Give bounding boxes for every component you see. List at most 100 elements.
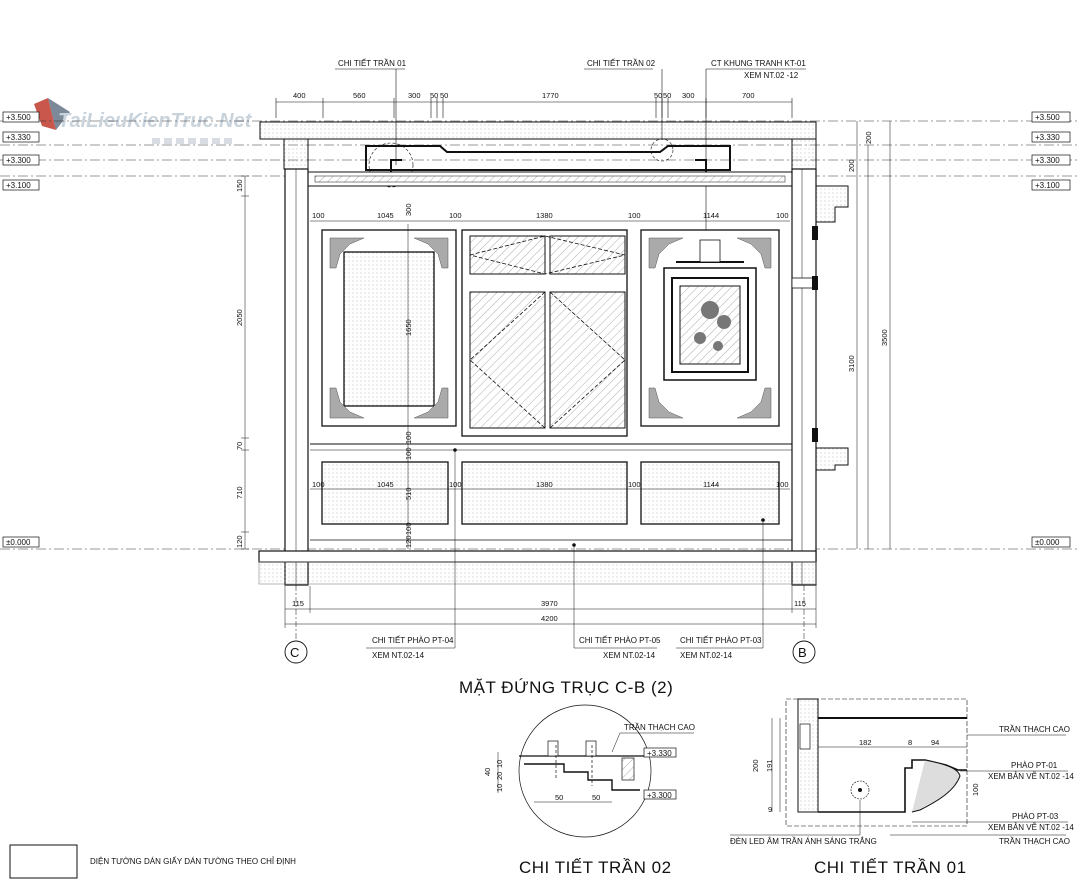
- top-callouts: CHI TIẾT TRẦN 01 CHI TIẾT TRẦN 02 CT KHU…: [335, 58, 806, 240]
- bottom-callouts: CHI TIẾT PHÀO PT-04 XEM NT.02-14 CHI TIẾ…: [366, 450, 764, 660]
- watermark-text: TaiLieuKienTruc.Net: [58, 110, 253, 132]
- svg-text:200: 200: [864, 131, 873, 144]
- svg-text:+3.500: +3.500: [6, 113, 31, 122]
- svg-text:8: 8: [908, 738, 912, 747]
- svg-text:C: C: [290, 645, 299, 660]
- svg-text:50: 50: [663, 91, 671, 100]
- bottom-dimension-chain: 115 3970 115 4200: [284, 586, 817, 628]
- level-tags-left: +3.500 +3.330 +3.300 +3.100 ±0.000: [2, 111, 40, 548]
- svg-text:10: 10: [495, 784, 504, 792]
- svg-text:PHÀO PT-03: PHÀO PT-03: [1012, 812, 1059, 821]
- painting-picture: [694, 301, 731, 351]
- level-tag: +3.300: [2, 154, 40, 166]
- svg-text:+3.330: +3.330: [647, 749, 672, 758]
- svg-text:+3.300: +3.300: [647, 791, 672, 800]
- svg-text:70: 70: [235, 442, 244, 450]
- svg-text:50: 50: [440, 91, 448, 100]
- svg-text:560: 560: [353, 91, 366, 100]
- svg-text:50: 50: [555, 793, 563, 802]
- svg-text:1770: 1770: [542, 91, 559, 100]
- svg-text:+3.100: +3.100: [1035, 181, 1060, 190]
- detail-tran-02-title: CHI TIẾT TRẦN 02: [519, 858, 672, 877]
- level-tag: ±0.000: [1031, 536, 1071, 548]
- svg-text:40: 40: [483, 768, 492, 776]
- vertical-dims-inner: 1650 100 100 510 100 120: [404, 224, 413, 549]
- level-tag: +3.300: [1031, 154, 1071, 166]
- svg-text:3970: 3970: [541, 599, 558, 608]
- lower-panels: [321, 448, 780, 547]
- svg-text:115: 115: [292, 599, 304, 608]
- upper-panel-center: [461, 229, 628, 437]
- svg-text:300: 300: [682, 91, 695, 100]
- detail-tran-02: TRẦN THẠCH CAO +3.330 +3.300 40 10 20 10…: [483, 704, 695, 877]
- svg-text:+3.300: +3.300: [1035, 156, 1060, 165]
- legend-text: DIỆN TƯỜNG DÁN GIẤY DÁN TƯỜNG THEO CHỈ Đ…: [90, 856, 296, 866]
- detail-tran-01: 182 8 94 200 191 100 9 TRẦN THẠCH CAO PH…: [730, 698, 1074, 877]
- svg-text:100: 100: [628, 211, 641, 220]
- svg-text:100: 100: [449, 211, 462, 220]
- svg-text:50: 50: [592, 793, 600, 802]
- svg-text:191: 191: [765, 759, 774, 772]
- svg-text:100: 100: [404, 431, 413, 444]
- svg-text:3100: 3100: [847, 355, 856, 372]
- callout-khung-tranh-ref: XEM NT.02 -12: [744, 71, 799, 80]
- svg-text:ĐÈN LED ÂM TRẦN ÁNH SÁNG TRẮNG: ĐÈN LED ÂM TRẦN ÁNH SÁNG TRẮNG: [730, 836, 877, 846]
- svg-text:700: 700: [742, 91, 755, 100]
- svg-text:4200: 4200: [541, 614, 558, 623]
- callout-khung-tranh: CT KHUNG TRANH KT-01: [711, 59, 806, 68]
- elevation-title: MẶT ĐỨNG TRỤC C-B (2): [459, 678, 673, 697]
- svg-text:+3.330: +3.330: [1035, 133, 1060, 142]
- svg-text:100: 100: [312, 480, 325, 489]
- svg-text:100: 100: [312, 211, 325, 220]
- level-tag: +3.330: [1031, 131, 1071, 143]
- svg-text:50: 50: [654, 91, 662, 100]
- svg-text:TRẦN THẠCH CAO: TRẦN THẠCH CAO: [999, 724, 1070, 734]
- svg-text:XEM NT.02-14: XEM NT.02-14: [603, 651, 656, 660]
- svg-text:182: 182: [859, 738, 872, 747]
- level-tag: +3.500: [1031, 111, 1071, 123]
- level-tag: +3.100: [1031, 179, 1071, 191]
- svg-text:100: 100: [776, 480, 789, 489]
- svg-text:300: 300: [408, 91, 421, 100]
- svg-text:+3.500: +3.500: [1035, 113, 1060, 122]
- level-tag: ±0.000: [2, 536, 40, 548]
- svg-text:400: 400: [293, 91, 306, 100]
- floor: [258, 539, 817, 585]
- svg-text:1045: 1045: [377, 211, 394, 220]
- level-tag: +3.330: [2, 131, 40, 143]
- svg-text:XEM NT.02-14: XEM NT.02-14: [372, 651, 425, 660]
- svg-text:3500: 3500: [880, 329, 889, 346]
- svg-text:XEM BẢN VẼ NT.02 -14: XEM BẢN VẼ NT.02 -14: [988, 772, 1074, 781]
- svg-text:100: 100: [971, 783, 980, 796]
- svg-text:100: 100: [404, 447, 413, 460]
- svg-text:150: 150: [235, 179, 244, 192]
- svg-text:710: 710: [235, 486, 244, 499]
- level-tag: +3.330: [643, 747, 677, 758]
- svg-text:+3.330: +3.330: [6, 133, 31, 142]
- ornament-icon: [648, 237, 772, 419]
- svg-text:±0.000: ±0.000: [6, 538, 31, 547]
- detail-tran-01-title: CHI TIẾT TRẦN 01: [814, 858, 967, 877]
- svg-text:1650: 1650: [404, 319, 413, 336]
- ceiling-slab: [259, 121, 817, 188]
- axis-marker-c: C: [284, 585, 308, 664]
- cornice-band: [303, 171, 797, 187]
- svg-text:±0.000: ±0.000: [1035, 538, 1060, 547]
- svg-text:200: 200: [847, 159, 856, 172]
- svg-text:1380: 1380: [536, 480, 553, 489]
- callout-tran01: CHI TIẾT TRẦN 01: [338, 58, 407, 68]
- svg-text:+3.100: +3.100: [6, 181, 31, 190]
- top-dimension-chain: 400 560 300 50 50 1770 50 50 300 700: [275, 91, 793, 118]
- svg-text:CHI TIẾT PHÀO PT-03: CHI TIẾT PHÀO PT-03: [680, 635, 762, 645]
- svg-text:XEM NT.02-14: XEM NT.02-14: [680, 651, 733, 660]
- ornament-icon: [329, 237, 449, 419]
- svg-text:10: 10: [495, 760, 504, 768]
- level-tag: +3.300: [643, 789, 677, 800]
- vertical-dims-right: 200 200 3100 3500: [847, 121, 891, 549]
- svg-text:20: 20: [495, 772, 504, 780]
- panel-dims-lower: 100 1045 100 1380 100 1144 100: [310, 480, 790, 490]
- wall-left: [284, 168, 309, 586]
- level-tag: +3.500: [2, 111, 40, 123]
- upper-panel-left: [321, 229, 457, 427]
